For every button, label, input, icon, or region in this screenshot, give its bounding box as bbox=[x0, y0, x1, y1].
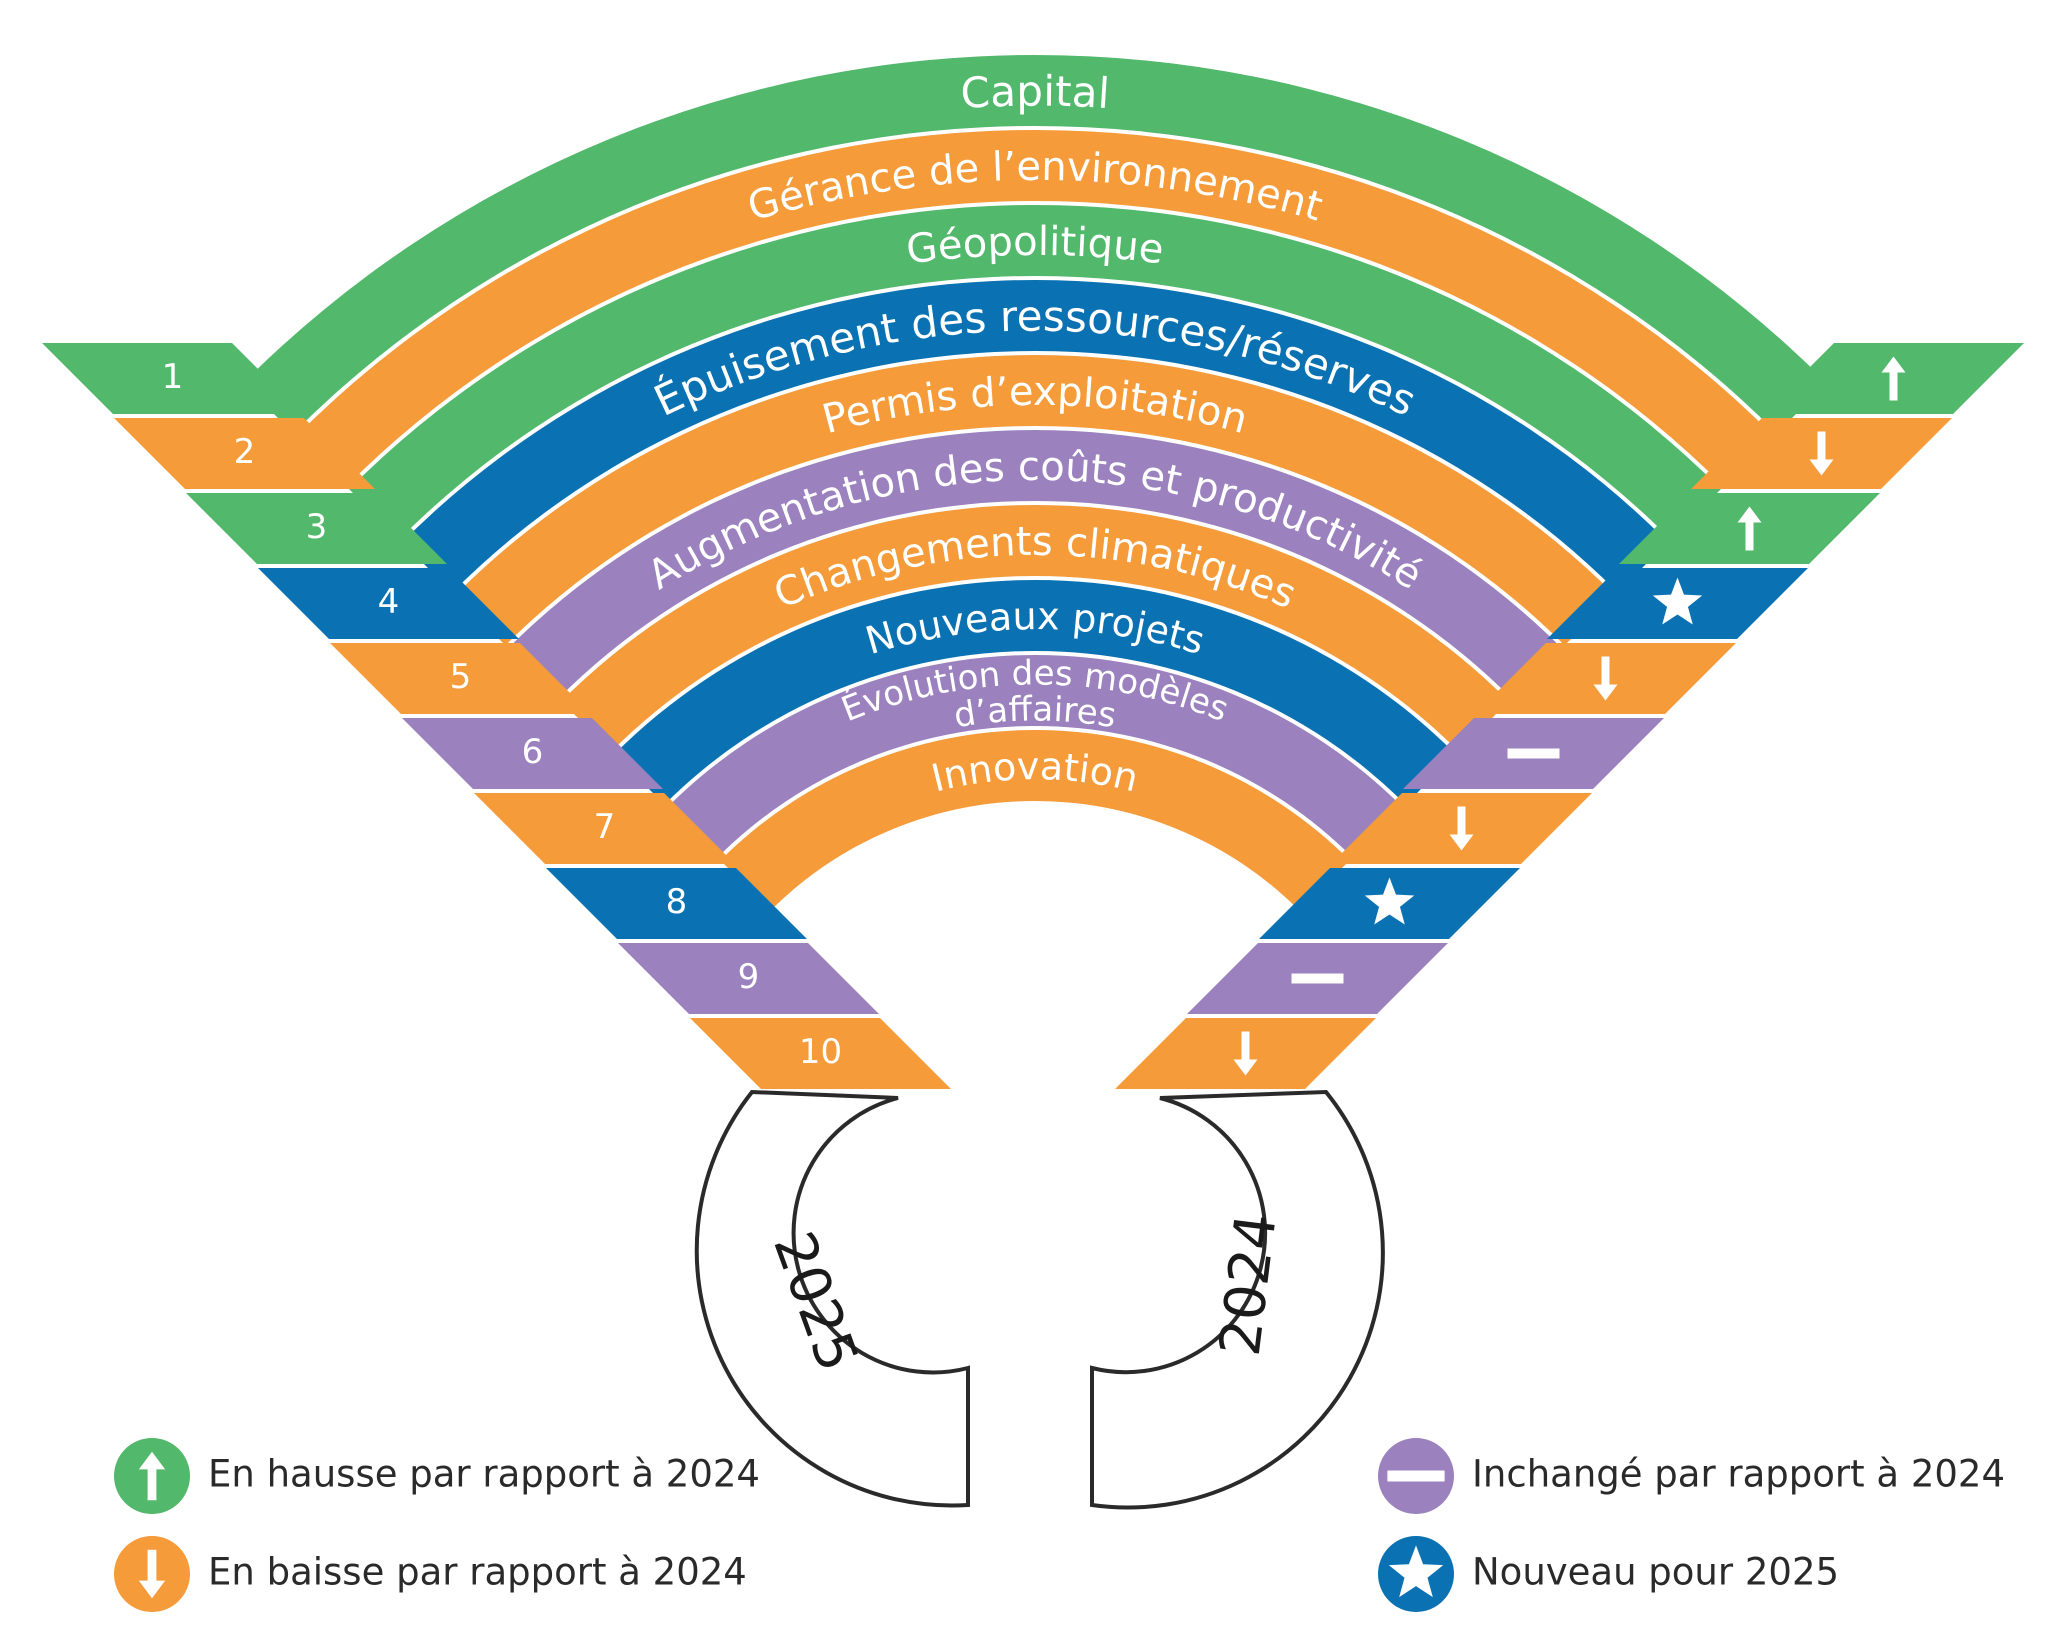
rank-number-2: 2 bbox=[234, 432, 256, 472]
legend-text-3: Inchangé par rapport à 2024 bbox=[1472, 1453, 2005, 1496]
risk-band-3 bbox=[349, 204, 1721, 540]
risk-label-3: Géopolitique bbox=[904, 219, 1167, 274]
risk-band-8 bbox=[614, 580, 1456, 805]
risk-band-1 bbox=[243, 55, 1827, 434]
change-icon-8-star-icon bbox=[1364, 877, 1415, 925]
year-ring-left-half bbox=[694, 1089, 970, 1508]
rank-tab-5 bbox=[330, 643, 591, 714]
legend-item-1: En hausse par rapport à 2024 bbox=[114, 1438, 760, 1514]
risk-band-5 bbox=[455, 355, 1615, 646]
rank-tab-6 bbox=[402, 718, 663, 789]
rank-tabs-left: 1 2 3 4 5 6 7 8 9 10 bbox=[42, 343, 951, 1089]
rank-number-1: 1 bbox=[162, 357, 184, 397]
risk-band-10 bbox=[720, 730, 1350, 911]
legend-minus-icon bbox=[1387, 1470, 1445, 1482]
risk-band-9 bbox=[667, 655, 1403, 858]
legend-text-4: Nouveau pour 2025 bbox=[1472, 1551, 1839, 1594]
rank-number-4: 4 bbox=[378, 582, 400, 622]
risk-band-6 bbox=[508, 430, 1562, 699]
change-icon-2-down-arrow-icon bbox=[1809, 431, 1834, 476]
legend-item-4: Nouveau pour 2025 bbox=[1378, 1536, 1839, 1612]
rank-tab-2 bbox=[114, 418, 375, 489]
rank-tab-3 bbox=[186, 493, 447, 564]
legend: En hausse par rapport à 2024 En baisse pa… bbox=[114, 1438, 2005, 1612]
rank-tab-9 bbox=[618, 943, 879, 1014]
change-icon-5-down-arrow-icon bbox=[1593, 656, 1618, 701]
rank-tab-7 bbox=[474, 793, 735, 864]
legend-down-arrow-icon bbox=[138, 1549, 166, 1599]
change-icon-4-star-icon bbox=[1652, 577, 1703, 625]
year-ring-right-half bbox=[1090, 1089, 1385, 1510]
risk-band-7 bbox=[561, 505, 1509, 752]
risk-label-1: Capital bbox=[959, 67, 1111, 119]
rank-number-8: 8 bbox=[666, 882, 688, 922]
rank-number-10: 10 bbox=[799, 1032, 842, 1072]
rank-number-3: 3 bbox=[306, 507, 328, 547]
rank-tab-1 bbox=[42, 343, 303, 414]
legend-text-1: En hausse par rapport à 2024 bbox=[208, 1453, 760, 1496]
rank-tab-8 bbox=[546, 868, 807, 939]
change-icon-6-minus-icon bbox=[1507, 748, 1560, 759]
change-icon-1-up-arrow-icon bbox=[1881, 356, 1906, 401]
risk-bands bbox=[243, 55, 1827, 911]
legend-text-2: En baisse par rapport à 2024 bbox=[208, 1551, 747, 1594]
legend-star-icon bbox=[1388, 1545, 1444, 1598]
risk-label-9-line-2: d’affaires bbox=[951, 689, 1119, 736]
legend-item-3: Inchangé par rapport à 2024 bbox=[1378, 1438, 2005, 1514]
year-ring: 2025 2024 bbox=[694, 1089, 1385, 1510]
rank-number-7: 7 bbox=[594, 807, 616, 847]
rank-number-5: 5 bbox=[450, 657, 472, 697]
change-icon-3-up-arrow-icon bbox=[1737, 506, 1762, 551]
change-icon-10-down-arrow-icon bbox=[1233, 1031, 1258, 1076]
legend-up-arrow-icon bbox=[138, 1451, 166, 1501]
rank-number-6: 6 bbox=[522, 732, 544, 772]
risk-band-2 bbox=[296, 130, 1774, 487]
rank-tab-10 bbox=[690, 1018, 951, 1089]
change-icon-7-down-arrow-icon bbox=[1449, 806, 1474, 851]
rank-number-9: 9 bbox=[738, 957, 760, 997]
legend-item-2: En baisse par rapport à 2024 bbox=[114, 1536, 747, 1612]
change-tabs-right bbox=[1115, 343, 2024, 1089]
rank-tab-4 bbox=[258, 568, 519, 639]
risk-band-4 bbox=[402, 280, 1668, 593]
change-icon-9-minus-icon bbox=[1291, 973, 1344, 984]
